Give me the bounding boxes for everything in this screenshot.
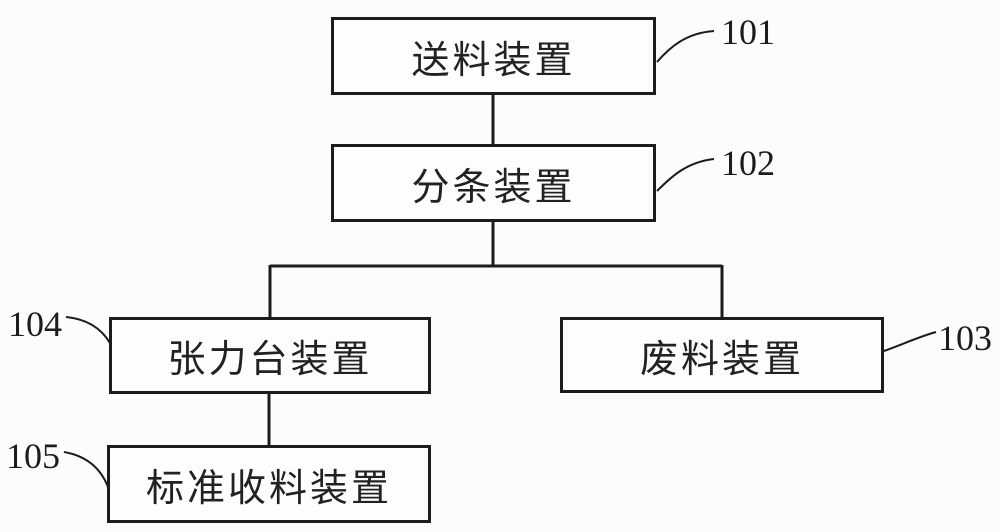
leader-line-105 — [63, 451, 109, 488]
leader-line-103 — [883, 331, 937, 352]
node-collect-label: 标准收料装置 — [145, 467, 392, 510]
node-tension-table-device: 张力台装置 — [109, 317, 431, 394]
node-waste-device: 废料装置 — [560, 317, 884, 393]
leader-line-104 — [65, 316, 111, 344]
ref-numeral-102: 102 — [721, 143, 775, 183]
node-feed-device: 送料装置 — [331, 17, 656, 95]
node-tension-label: 张力台装置 — [167, 339, 373, 381]
ref-numeral-103: 103 — [938, 318, 992, 358]
node-standard-collecting-device: 标准收料装置 — [107, 445, 431, 523]
node-feed-label: 送料装置 — [411, 39, 576, 82]
ref-numeral-105: 105 — [6, 436, 60, 476]
ref-numeral-104: 104 — [8, 304, 62, 344]
leader-line-101 — [656, 30, 715, 63]
leader-line-102 — [656, 158, 715, 192]
node-waste-label: 废料装置 — [639, 338, 804, 381]
node-slitting-device: 分条装置 — [331, 144, 656, 222]
ref-numeral-101: 101 — [721, 12, 775, 52]
node-slitting-label: 分条装置 — [411, 166, 576, 209]
